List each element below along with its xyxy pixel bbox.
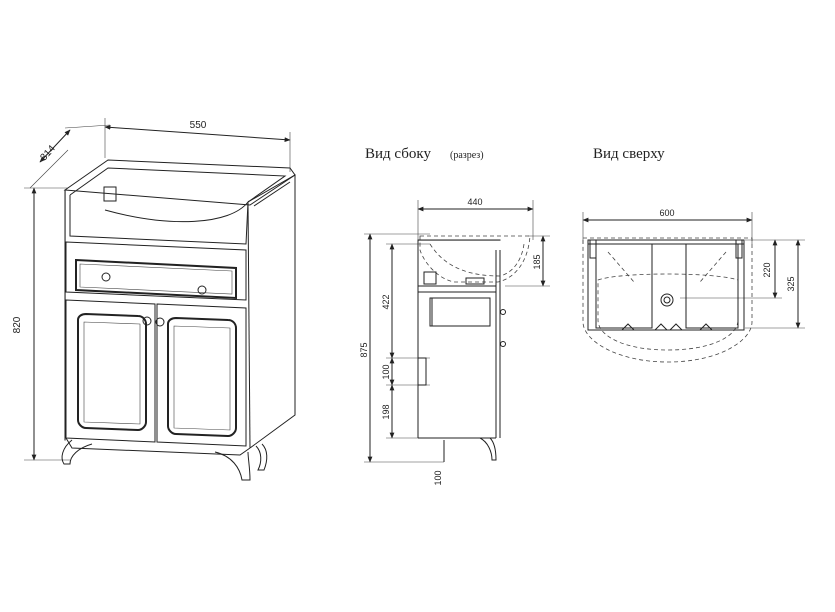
top-view: Вид сверху 600 220 325 — [582, 146, 805, 363]
middle-section-label: 100 — [381, 364, 391, 379]
top-width-label: 600 — [659, 208, 674, 218]
height-dimension: 820 — [12, 187, 70, 461]
right-door-knob-icon — [155, 317, 165, 327]
side-total-height-label: 875 — [359, 342, 369, 357]
upper-section-label: 422 — [381, 294, 391, 309]
knob-icon — [669, 323, 683, 331]
drawer-knob-right-icon — [197, 285, 207, 295]
height-dim-label: 820 — [12, 316, 23, 333]
vanity-cabinet — [61, 159, 296, 481]
knob-icon — [621, 323, 635, 331]
rear-right-leg — [255, 443, 268, 471]
side-knob-lower-icon — [500, 341, 506, 347]
side-section-dimensions: 422 100 198 — [381, 243, 430, 439]
side-legs-dimension: 100 — [433, 440, 445, 486]
drain-icon — [660, 293, 674, 307]
siphon-icon — [423, 271, 437, 285]
side-knob-upper-icon — [500, 309, 506, 315]
width-dimension: 550 — [104, 118, 291, 172]
side-leg — [479, 437, 497, 461]
front-left-leg — [61, 439, 93, 465]
top-view-title: Вид сверху — [593, 146, 665, 162]
side-view-subtitle: (разрез) — [450, 150, 484, 161]
width-dim-label: 550 — [190, 120, 207, 131]
knob-icon — [654, 323, 668, 331]
top-basin-outline — [582, 237, 753, 363]
top-cabinet-outline — [587, 239, 745, 331]
side-depth-label: 440 — [467, 197, 482, 207]
side-view: Вид сбоку (разрез) 440 185 875 — [359, 146, 550, 486]
side-depth-dimension: 440 — [417, 197, 534, 240]
side-legs-label: 100 — [433, 470, 443, 485]
drain-inner-icon — [663, 296, 671, 304]
basin-height-label: 185 — [532, 254, 542, 269]
top-inner-depth-dimension: 220 — [680, 239, 805, 299]
side-total-height-dimension: 875 — [359, 233, 444, 463]
lower-section-label: 198 — [381, 404, 391, 419]
side-cabinet-section — [417, 235, 531, 461]
drawer — [65, 241, 247, 301]
front-right-leg — [214, 451, 251, 481]
top-inner-depth-label: 220 — [762, 262, 772, 277]
basin-height-dimension: 185 — [505, 235, 550, 287]
side-view-title: Вид сбоку — [365, 146, 431, 162]
front-view: 314 550 820 — [12, 118, 296, 481]
drawer-knob-left-icon — [101, 272, 111, 282]
right-door — [155, 303, 247, 447]
left-door — [65, 299, 156, 443]
left-door-knob-icon — [142, 316, 152, 326]
knob-icon — [699, 323, 713, 331]
top-outer-depth-dimension: 325 — [745, 239, 805, 329]
drawer-box — [429, 297, 491, 327]
depth-dimension: 314 — [29, 124, 111, 189]
tap-block-icon — [103, 186, 117, 202]
top-width-dimension: 600 — [582, 208, 753, 244]
top-outer-depth-label: 325 — [786, 276, 796, 291]
